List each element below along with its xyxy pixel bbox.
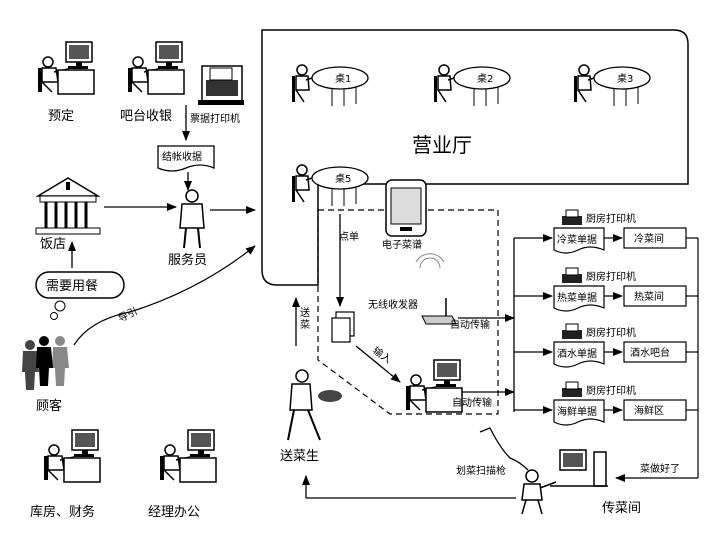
kitchen-row-drinks: 厨房打印机 酒水单据 酒水吧台: [553, 323, 687, 368]
scanner-gun-icon: [479, 427, 529, 471]
wireless-transceiver-label: 无线收发器: [368, 298, 418, 311]
auto-transfer-label-1: 自动传输: [450, 318, 490, 331]
need-meal-bubble: [35, 271, 125, 299]
reservation-workstation: 预定: [37, 41, 95, 124]
table-2: 桌2: [433, 64, 511, 107]
table-1: 桌1: [291, 64, 369, 107]
dish-pass-workstation: [521, 449, 608, 515]
checkout-receipt-label: 结帐收据: [162, 150, 202, 163]
table-3: 桌3: [573, 64, 651, 107]
kitchen-ticket-label: 酒水单据: [557, 347, 597, 360]
kitchen-printer-label: 厨房打印机: [586, 326, 636, 339]
bar-cashier-label: 吧台收银: [120, 109, 172, 124]
waiter-figure: [179, 189, 205, 249]
order-label: 点单: [339, 231, 359, 243]
dish-runner-label: 送菜生: [280, 449, 319, 464]
waiter-label: 服务员: [168, 252, 207, 268]
table-3-label: 桌3: [617, 72, 633, 85]
manager-office-workstation: 经理办公: [148, 429, 217, 520]
need-meal-label: 需要用餐: [46, 278, 98, 294]
kitchen-ticket-label: 海鲜单据: [557, 405, 597, 418]
kitchen-ticket-label: 热菜单据: [557, 291, 597, 304]
kitchen-printer-label: 厨房打印机: [586, 270, 636, 283]
reservation-label: 预定: [48, 109, 74, 124]
kitchen-printer-label: 厨房打印机: [586, 384, 636, 397]
kitchen-row-seafood: 厨房打印机 海鲜单据 海鲜区: [553, 381, 687, 426]
scanner-gun-label: 划菜扫描枪: [456, 464, 506, 477]
receipt-printer-icon: [198, 65, 244, 105]
restaurant-label: 饭店: [40, 237, 66, 252]
restaurant-building-icon: [35, 177, 101, 235]
customers-label: 顾客: [36, 398, 62, 414]
kitchen-station-label: 冷菜间: [634, 232, 664, 245]
business-hall-label: 营业厅: [412, 133, 472, 157]
manager-office-label: 经理办公: [148, 505, 200, 520]
order-documents-icon: [331, 311, 355, 343]
dish-runner-figure: [287, 369, 342, 441]
table-5: 桌5: [291, 164, 369, 207]
kitchen-printer-label: 厨房打印机: [586, 212, 636, 225]
ordering-region-boundary: [317, 209, 499, 415]
kitchen-printer-icon: [561, 381, 583, 398]
customers-group-icon: [22, 336, 69, 390]
table-2-label: 桌2: [477, 72, 493, 85]
kitchen-row-hot: 厨房打印机 热菜单据 热菜间: [553, 267, 687, 312]
wireless-transceiver-icon: [415, 253, 457, 325]
warehouse-finance-label: 库房、财务: [30, 504, 95, 520]
kitchen-printer-icon: [561, 267, 583, 284]
table-5-label: 桌5: [335, 172, 351, 185]
warehouse-finance-workstation: 库房、财务: [30, 429, 101, 520]
serve-dish-label: 送 菜: [300, 306, 313, 331]
kitchen-station-label: 热菜间: [634, 290, 664, 303]
table-1-label: 桌1: [335, 72, 351, 85]
kitchen-ticket-label: 冷菜单据: [557, 233, 597, 246]
receipt-printer-label: 票据打印机: [190, 112, 240, 125]
electronic-menu-label: 电子菜谱: [382, 238, 422, 251]
kitchen-printer-icon: [561, 323, 583, 340]
kitchen-station-label: 酒水吧台: [630, 346, 670, 359]
input-label: 输入: [370, 344, 394, 366]
dish-ready-label: 菜做好了: [640, 462, 680, 475]
dish-pass-label: 传菜间: [602, 501, 641, 516]
checkout-receipt-document: [157, 145, 215, 172]
kitchen-printer-icon: [561, 209, 583, 226]
auto-transfer-label-2: 自动传输: [452, 396, 492, 409]
electronic-menu-device-icon: [385, 179, 427, 237]
bar-cashier-workstation: 吧台收银: [120, 41, 185, 124]
guide-label: 导引: [116, 305, 139, 324]
kitchen-station-label: 海鲜区: [634, 404, 664, 417]
kitchen-row-cold: 厨房打印机 冷菜单据 冷菜间: [553, 209, 687, 254]
